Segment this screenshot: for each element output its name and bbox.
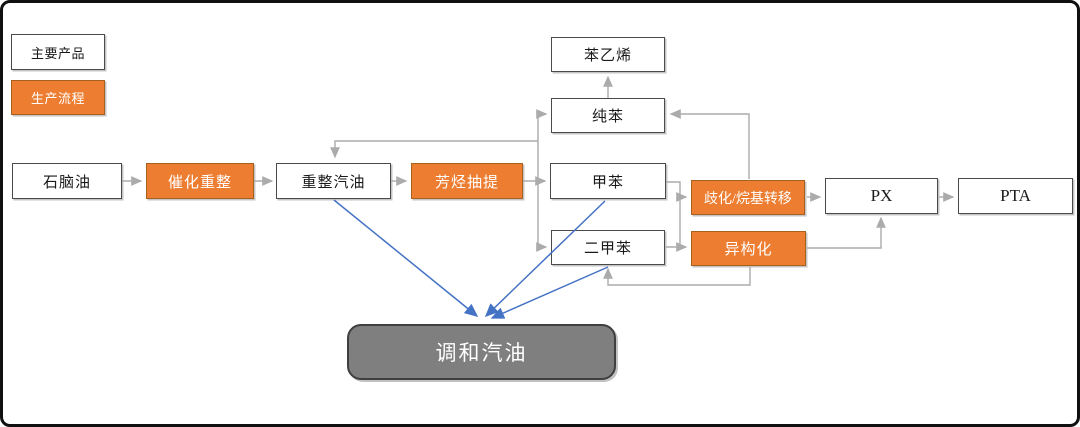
node-blended-gasoline: 调和汽油 bbox=[347, 324, 616, 380]
node-pta: PTA bbox=[958, 178, 1073, 214]
edge-xylene-blend bbox=[490, 266, 609, 319]
edge-gasoline-blend bbox=[333, 199, 479, 317]
node-disproportionation: 歧化/烷基转移 bbox=[691, 180, 805, 215]
edge-disproportionation-benzene bbox=[669, 109, 750, 179]
node-toluene: 甲苯 bbox=[550, 163, 666, 199]
node-px: PX bbox=[825, 178, 938, 214]
legend-process: 生产流程 bbox=[11, 80, 105, 115]
edge-isomerization-px bbox=[807, 216, 886, 249]
node-naphtha: 石脑油 bbox=[12, 163, 122, 199]
node-xylene: 二甲苯 bbox=[551, 230, 665, 265]
edge-raffinate-return bbox=[330, 140, 538, 159]
edge-toluene-xylene-trunk bbox=[666, 181, 681, 248]
legend-main-product: 主要产品 bbox=[11, 34, 105, 70]
edge-extraction-trunk bbox=[523, 114, 539, 247]
node-catalytic-reforming: 催化重整 bbox=[146, 163, 254, 199]
node-isomerization: 异构化 bbox=[691, 231, 806, 266]
node-benzene: 纯苯 bbox=[551, 98, 665, 133]
node-styrene: 苯乙烯 bbox=[551, 37, 665, 72]
node-aromatics-extraction: 芳烃抽提 bbox=[411, 163, 523, 199]
edge-isomerization-xylene bbox=[603, 267, 751, 286]
node-reformed-gasoline: 重整汽油 bbox=[276, 163, 391, 199]
